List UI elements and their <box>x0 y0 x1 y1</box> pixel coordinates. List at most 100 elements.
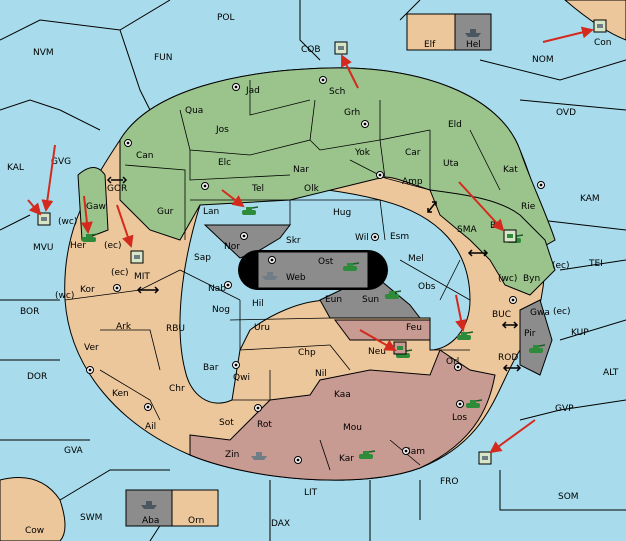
label-gaw: Gaw <box>86 202 106 212</box>
label-cow: Cow <box>25 526 44 536</box>
dislodged-unit-icon <box>593 19 607 33</box>
label-olk: Olk <box>304 184 320 194</box>
land-orn[interactable] <box>171 489 219 527</box>
army-tank-icon <box>359 450 376 459</box>
army-tank-icon <box>82 233 99 242</box>
label-wil: Wil <box>355 233 369 243</box>
label-can: Can <box>136 151 154 161</box>
land-cow[interactable] <box>0 477 66 541</box>
army-tank-icon <box>529 344 546 353</box>
label-jos: Jos <box>215 125 229 135</box>
order-arrow-icon <box>341 54 359 89</box>
label-rbu: RBU <box>166 324 185 334</box>
army-tank-icon <box>466 399 483 408</box>
label-car: Car <box>405 148 421 158</box>
land-pir[interactable] <box>519 299 553 376</box>
label-chp: Chp <box>298 348 316 358</box>
label-hel: Hel <box>466 40 481 50</box>
army-tank-icon <box>385 290 402 299</box>
order-arrow-icon <box>221 189 245 208</box>
label-wc3: (wc) <box>498 274 517 284</box>
supply-center-icon <box>86 366 94 374</box>
power-green-arc <box>119 67 556 261</box>
convoy-links <box>106 176 522 372</box>
label-uta: Uta <box>443 159 459 169</box>
label-uru: Uru <box>254 323 270 333</box>
dislodged-unit-icon <box>37 212 51 226</box>
dislodged-unit-icon <box>130 250 144 264</box>
label-alt: ALT <box>603 368 619 378</box>
label-gur: Gur <box>157 207 174 217</box>
label-her: Her <box>70 241 86 251</box>
label-bar: Bar <box>203 363 219 373</box>
supply-center-icon <box>232 361 240 369</box>
dislodged-units <box>37 19 607 465</box>
region-labels: POL FUN NVM COB Elf Hel Con NOM OVD KAL … <box>7 13 619 536</box>
label-skr: Skr <box>286 236 301 246</box>
land-right-arm <box>429 189 556 296</box>
label-pir: Pir <box>524 329 536 339</box>
label-zin: Zin <box>225 450 239 460</box>
supply-center-icon <box>454 363 462 371</box>
supply-center-icon <box>224 281 232 289</box>
label-obs: Obs <box>418 282 436 292</box>
label-ark: Ark <box>116 322 132 332</box>
label-fro: FRO <box>440 477 459 487</box>
order-arrow-icon <box>116 204 134 248</box>
fleets <box>141 29 481 509</box>
label-kaa: Kaa <box>334 390 351 400</box>
double-arrow-icon <box>136 286 160 294</box>
supply-center-icon <box>319 76 327 84</box>
order-arrow-icon <box>458 181 505 232</box>
dislodged-unit-icon <box>334 41 348 55</box>
label-wc2: (wc) <box>55 291 74 301</box>
label-gor: GOR <box>107 184 127 194</box>
order-arrow-icon <box>489 419 536 454</box>
label-wc1: (wc) <box>58 217 77 227</box>
supply-center-icon <box>371 233 379 241</box>
label-feu: Feu <box>406 323 422 333</box>
fleet-ship-icon <box>251 452 267 460</box>
land-feu[interactable] <box>334 319 431 341</box>
order-arrow-icon <box>359 329 397 351</box>
label-ost: Ost <box>318 257 334 267</box>
fleet-ship-icon <box>465 29 481 37</box>
label-fun: FUN <box>154 53 173 63</box>
label-qwi: Qwi <box>233 373 250 383</box>
land-nor[interactable] <box>203 224 292 259</box>
label-ec3: (ec) <box>552 261 570 271</box>
army-tank-icon <box>242 206 259 215</box>
label-eld: Eld <box>448 120 462 130</box>
dislodged-unit-icon <box>503 229 517 243</box>
label-elc: Elc <box>218 158 231 168</box>
order-arrows <box>27 26 594 454</box>
supply-center-icon <box>537 181 545 189</box>
supply-center-icon <box>294 456 302 464</box>
army-tank-icon <box>343 262 360 271</box>
supply-center-icon <box>456 400 464 408</box>
order-arrow-icon <box>80 195 93 234</box>
label-gwa: Gwa <box>530 308 550 318</box>
label-nog: Nog <box>212 305 230 315</box>
label-kat: Kat <box>503 165 518 175</box>
label-byn: Byn <box>523 274 540 284</box>
dislodged-unit-icon <box>393 341 407 355</box>
label-yok: Yok <box>354 148 371 158</box>
label-nar: Nar <box>293 165 309 175</box>
label-dor: DOR <box>27 372 47 382</box>
supply-center-icon <box>144 403 152 411</box>
label-web: Web <box>286 273 306 283</box>
label-sap: Sap <box>194 253 211 263</box>
label-orn: Orn <box>188 516 204 526</box>
fleet-ship-icon <box>262 272 278 280</box>
label-cob: COB <box>301 45 321 55</box>
label-gva: GVA <box>64 446 84 456</box>
supply-centers <box>86 76 545 464</box>
label-sam: Sam <box>405 447 425 457</box>
label-mvu: MVU <box>33 243 54 253</box>
label-nvm: NVM <box>33 48 54 58</box>
label-lan: Lan <box>203 207 219 217</box>
dislodged-unit-icon <box>478 451 492 465</box>
